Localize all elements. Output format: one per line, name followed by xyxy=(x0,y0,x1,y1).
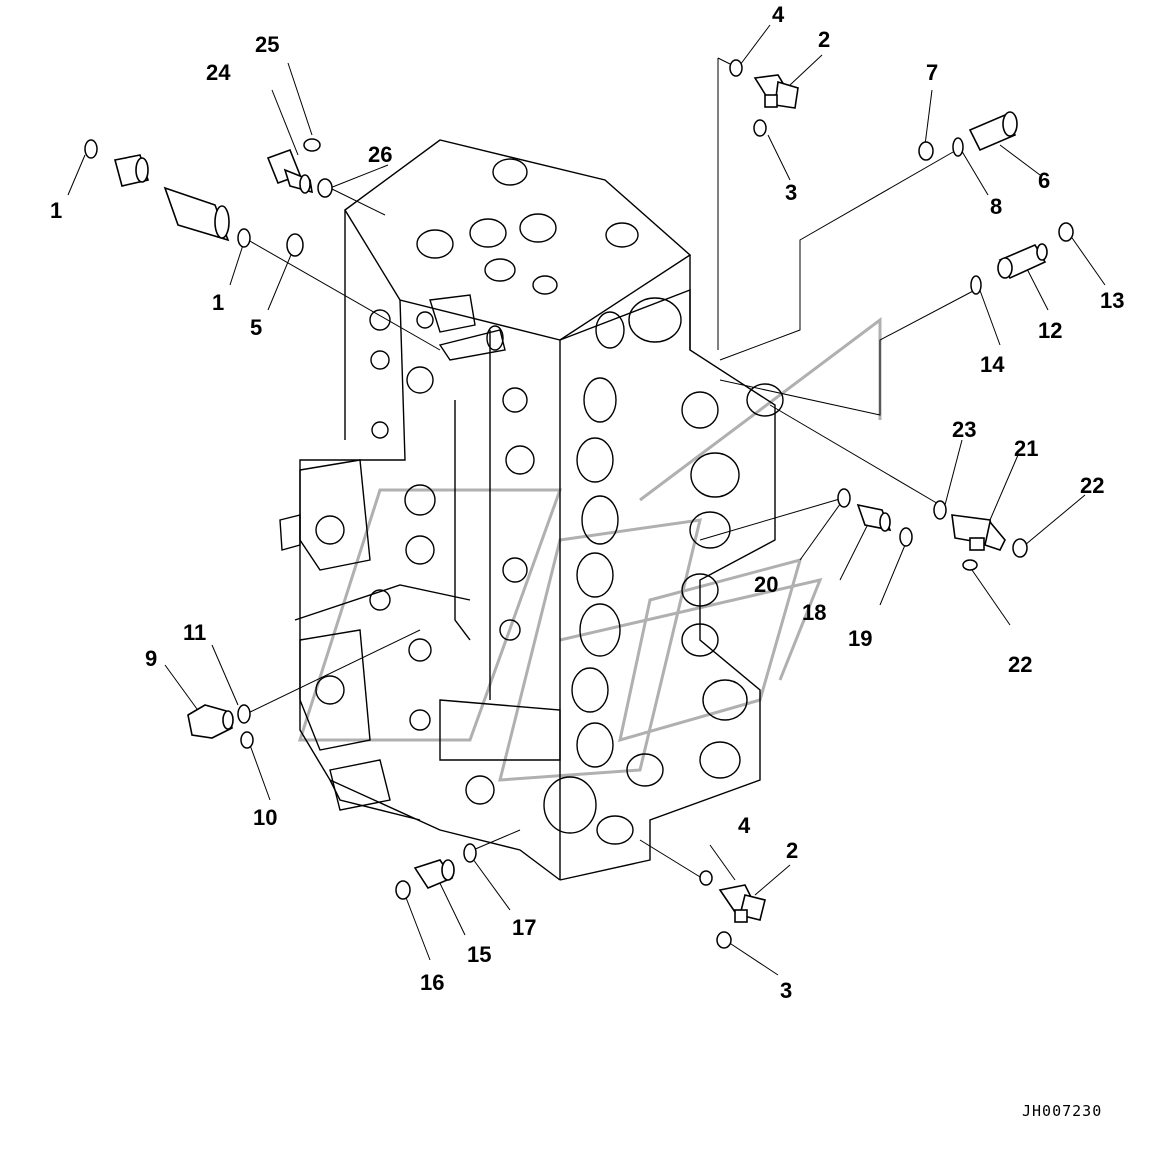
callout-20: 20 xyxy=(754,572,778,597)
callout-8: 8 xyxy=(990,194,1002,219)
o-ring-16 xyxy=(395,880,411,900)
callout-13: 13 xyxy=(1100,288,1124,313)
o-ring-17 xyxy=(463,843,477,863)
o-ring-3a xyxy=(753,119,767,137)
callout-23: 23 xyxy=(952,417,976,442)
callout-6: 6 xyxy=(1038,168,1050,193)
pressure-sensor-2a xyxy=(753,74,799,109)
o-ring-1a xyxy=(84,139,98,159)
callout-3b: 3 xyxy=(780,978,792,1003)
o-ring-14 xyxy=(970,275,982,295)
callout-15: 15 xyxy=(467,942,491,967)
o-ring-13 xyxy=(1058,222,1074,242)
callouts: 1 1 2 2 3 3 4 4 5 6 7 8 9 10 11 12 13 14… xyxy=(50,2,1124,1003)
callout-1b: 1 xyxy=(212,290,224,315)
fitting-6 xyxy=(968,111,1018,152)
callout-10: 10 xyxy=(253,805,277,830)
o-ring-8 xyxy=(952,137,964,157)
callout-14: 14 xyxy=(980,352,1005,377)
o-ring-10 xyxy=(240,731,254,749)
o-ring-22a xyxy=(1012,538,1028,558)
callout-25: 25 xyxy=(255,32,279,57)
callout-4a: 4 xyxy=(772,2,785,27)
sensor-24 xyxy=(266,148,313,194)
drawing-id: JH007230 xyxy=(1022,1102,1102,1120)
o-ring-7 xyxy=(918,141,934,161)
pressure-sensor-2b xyxy=(718,884,766,923)
callout-5: 5 xyxy=(250,315,262,340)
callout-12: 12 xyxy=(1038,318,1062,343)
callout-11: 11 xyxy=(183,620,206,645)
o-ring-3b xyxy=(716,931,732,949)
callout-16: 16 xyxy=(420,970,444,995)
callout-3a: 3 xyxy=(785,180,797,205)
callout-22b: 22 xyxy=(1008,652,1032,677)
callout-17: 17 xyxy=(512,915,536,940)
fittings xyxy=(114,74,1048,923)
fitting-item-1 xyxy=(114,154,230,242)
callout-9: 9 xyxy=(145,646,157,671)
o-ring-11 xyxy=(237,704,251,724)
callout-4b: 4 xyxy=(738,813,751,838)
callout-21: 21 xyxy=(1014,436,1038,461)
fitting-12 xyxy=(997,243,1048,280)
o-ring-1b xyxy=(237,228,251,248)
fitting-21 xyxy=(951,514,1006,551)
callout-19: 19 xyxy=(848,626,872,651)
callout-7: 7 xyxy=(926,60,938,85)
o-ring-26 xyxy=(317,178,333,198)
o-ring-19 xyxy=(899,527,913,547)
o-ring-4a xyxy=(729,59,743,77)
callout-18: 18 xyxy=(802,600,826,625)
o-ring-20 xyxy=(837,488,851,508)
callout-24: 24 xyxy=(206,60,231,85)
fitting-15 xyxy=(413,859,455,889)
watermark-logo xyxy=(297,317,882,782)
fitting-18 xyxy=(856,503,892,532)
o-ring-25 xyxy=(303,138,321,152)
callout-2b: 2 xyxy=(786,838,798,863)
callout-2a: 2 xyxy=(818,27,830,52)
elbow-fitting-9 xyxy=(187,704,234,739)
callout-1a: 1 xyxy=(50,198,62,223)
o-rings xyxy=(84,59,1074,949)
control-valve-body xyxy=(279,139,784,881)
leader-lines xyxy=(67,24,1106,976)
callout-22a: 22 xyxy=(1080,473,1104,498)
o-ring-23 xyxy=(933,500,947,520)
o-ring-22b xyxy=(962,559,978,571)
o-ring-5 xyxy=(286,233,304,257)
o-ring-4b xyxy=(699,870,713,886)
callout-26: 26 xyxy=(368,142,392,167)
